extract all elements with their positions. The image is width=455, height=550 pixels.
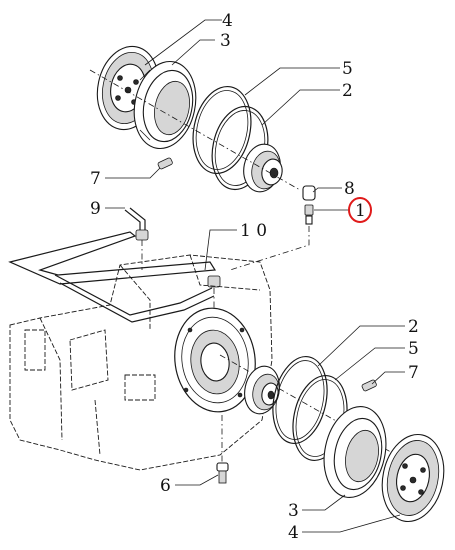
part-7-top-pin bbox=[157, 157, 173, 170]
callout-8: 8 bbox=[344, 179, 355, 199]
callout-3-top: 3 bbox=[220, 31, 231, 51]
callout-10: 1 0 bbox=[240, 221, 267, 241]
callout-1-circled: 1 bbox=[355, 201, 366, 221]
part-10-hose bbox=[8, 231, 221, 323]
part-2-bottom-ring bbox=[272, 356, 328, 444]
callout-7-top: 7 bbox=[90, 169, 101, 189]
leader-lines bbox=[105, 19, 405, 533]
highlight-circle bbox=[348, 197, 372, 223]
part-9-pipe bbox=[124, 207, 149, 270]
callout-9: 9 bbox=[90, 199, 101, 219]
callout-4-bottom: 4 bbox=[288, 523, 299, 543]
splined-hub-top bbox=[243, 143, 283, 193]
callout-3-bottom: 3 bbox=[288, 501, 299, 521]
callout-7-bottom: 7 bbox=[408, 363, 419, 383]
callout-6: 6 bbox=[160, 476, 171, 496]
callout-2-top: 2 bbox=[342, 81, 353, 101]
part-6-plug bbox=[216, 415, 229, 484]
part-4-bottom-cover bbox=[381, 433, 445, 523]
part-8-sensor bbox=[229, 185, 316, 271]
part-3-top-housing bbox=[133, 60, 197, 150]
splined-hub-bottom bbox=[244, 365, 280, 415]
part-7-bottom-pin bbox=[361, 379, 377, 392]
callout-2-bottom: 2 bbox=[408, 317, 419, 337]
callout-4-top: 4 bbox=[222, 11, 233, 31]
callout-5-bottom: 5 bbox=[408, 339, 419, 359]
callout-5-top: 5 bbox=[342, 59, 353, 79]
part-3-bottom-housing bbox=[323, 406, 387, 498]
